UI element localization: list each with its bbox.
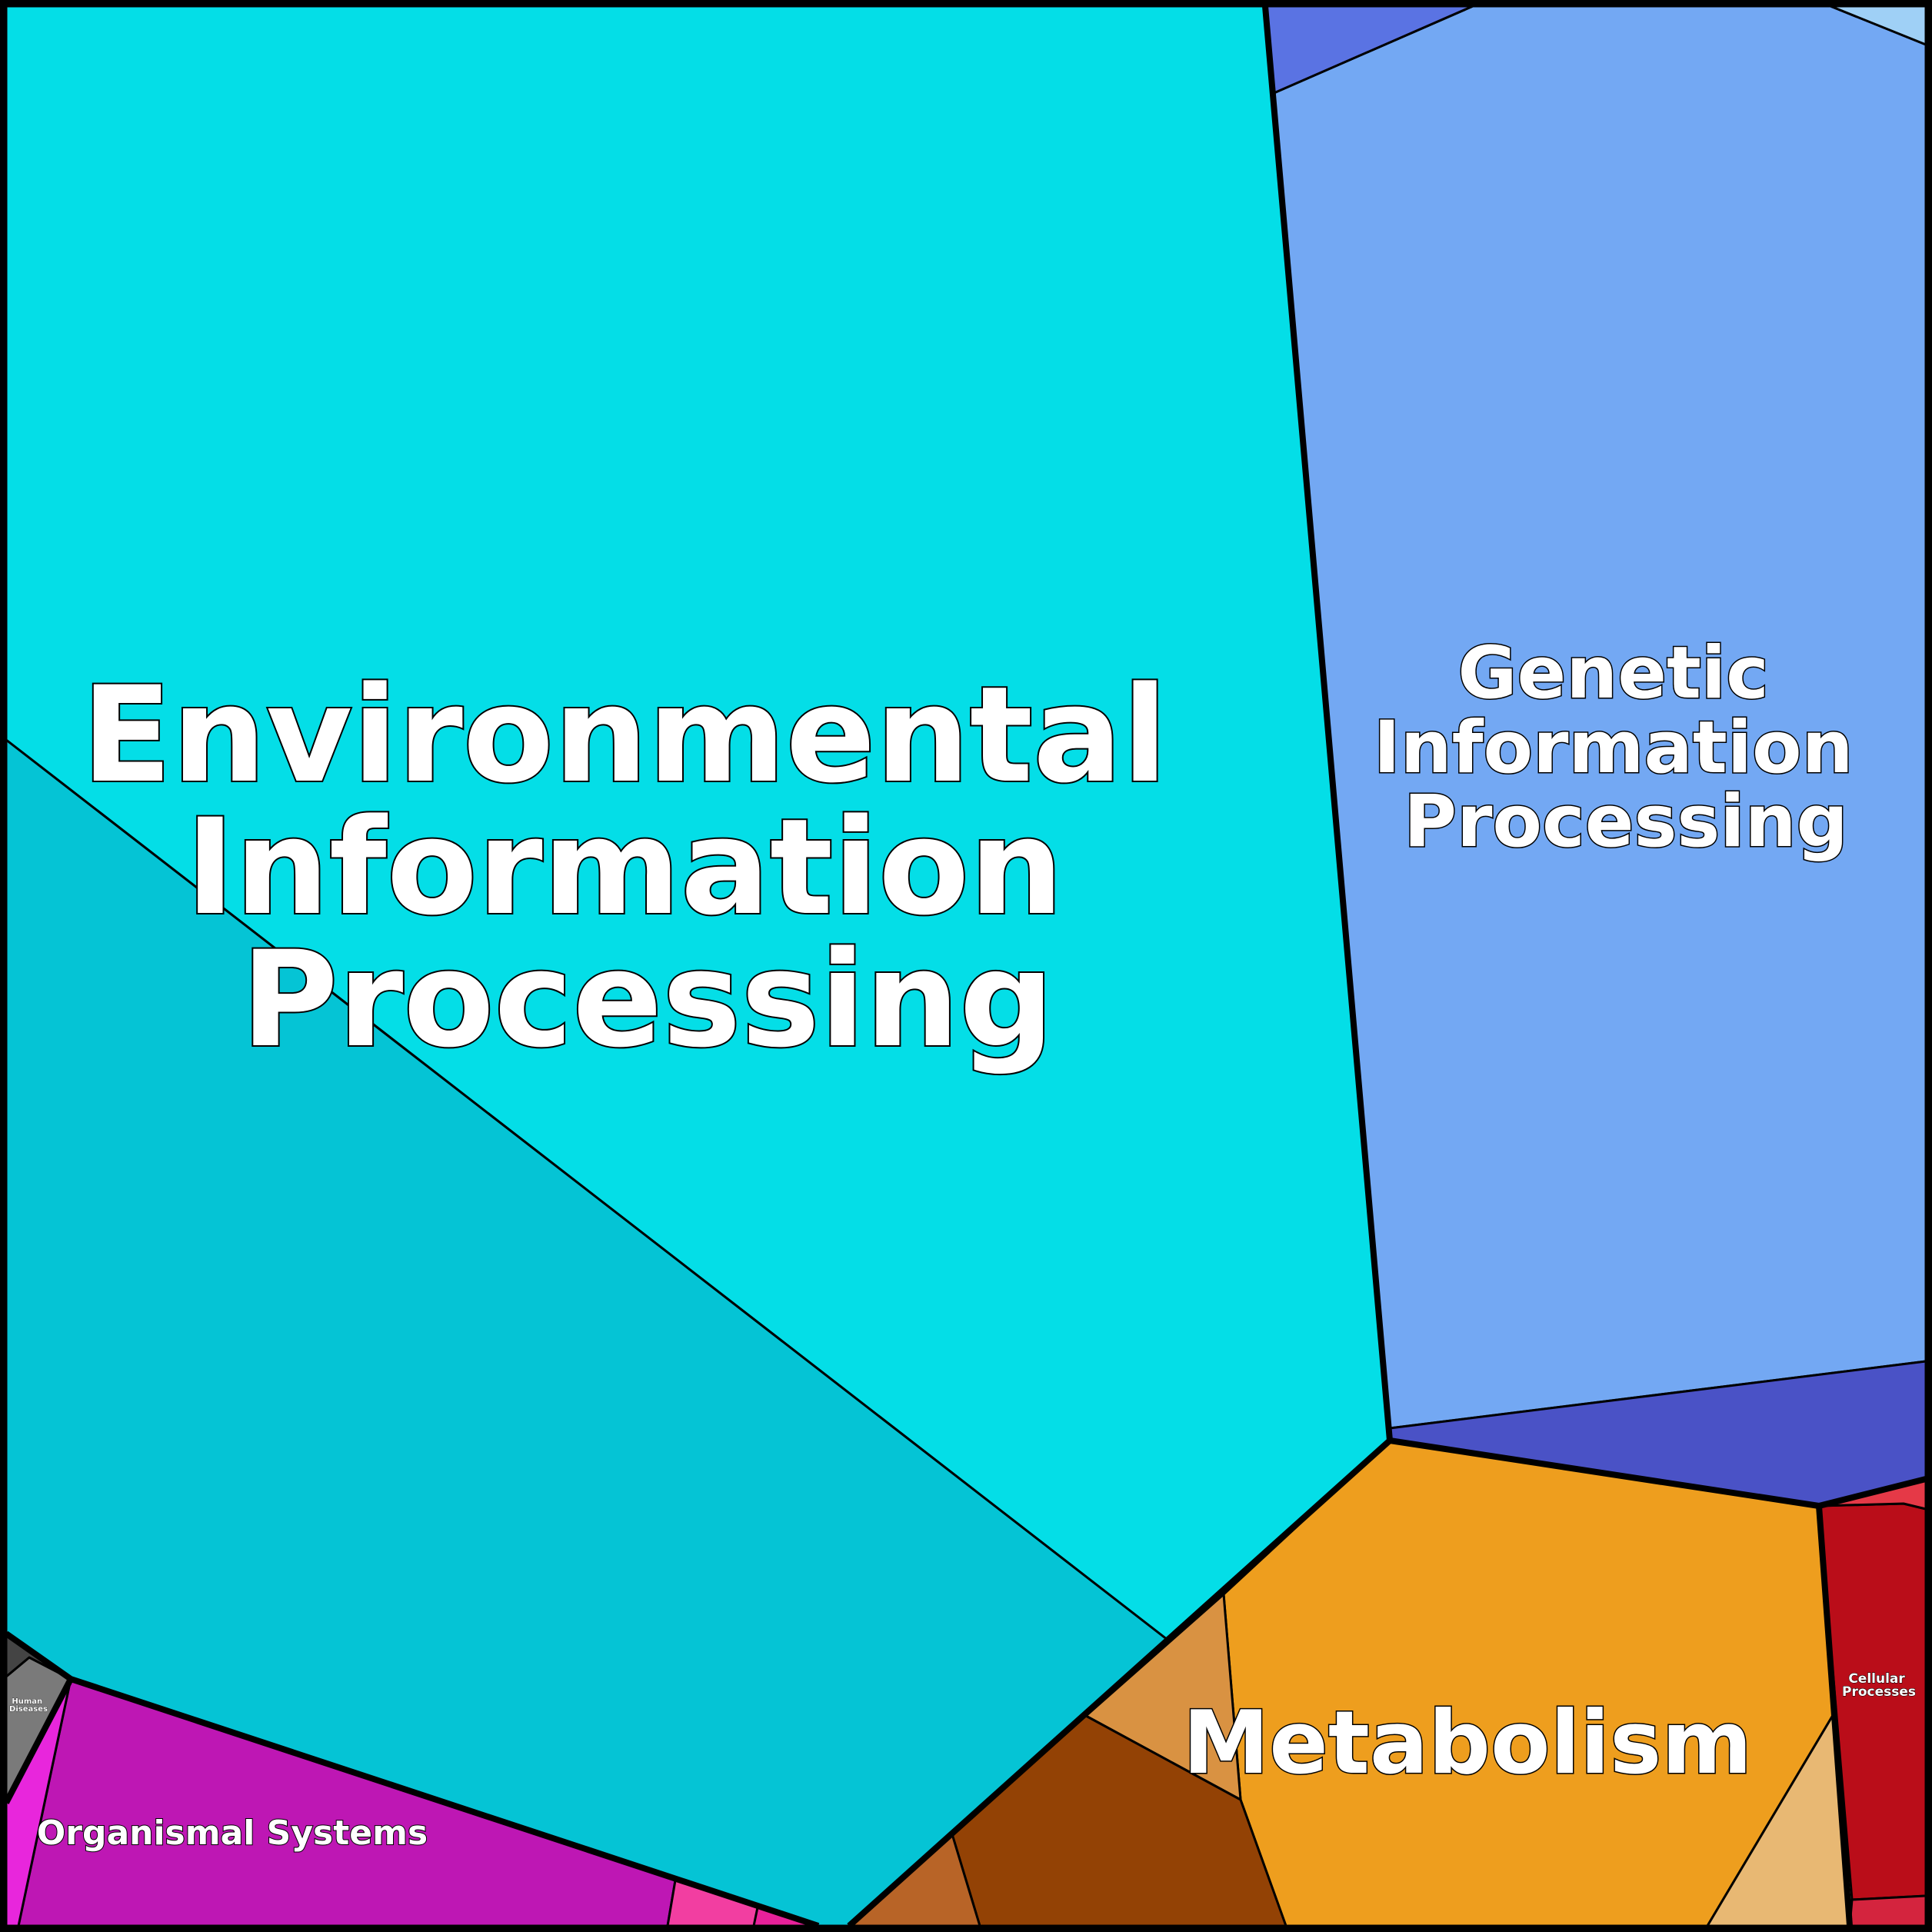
cell-cellular-sub-bottom bbox=[1848, 1894, 1927, 1927]
region-metabolism[interactable] bbox=[848, 1439, 1851, 1927]
label-metabolism: Metabolism bbox=[1183, 1692, 1752, 1794]
label-organismal-systems: Organismal Systems bbox=[37, 1814, 428, 1853]
label-human-diseases: Human Diseases bbox=[9, 1697, 48, 1714]
cell-metabolism-main bbox=[1222, 1439, 1836, 1927]
region-genetic-information-processing[interactable] bbox=[1264, 5, 1927, 1507]
label-genetic-information-processing: Genetic Information Processing bbox=[1374, 631, 1879, 864]
label-environmental-information-processing: Environmental Information Processing bbox=[82, 658, 1214, 1077]
label-cellular-processes: Cellular Processes bbox=[1842, 1671, 1916, 1700]
region-boundaries bbox=[3, 5, 1927, 1929]
